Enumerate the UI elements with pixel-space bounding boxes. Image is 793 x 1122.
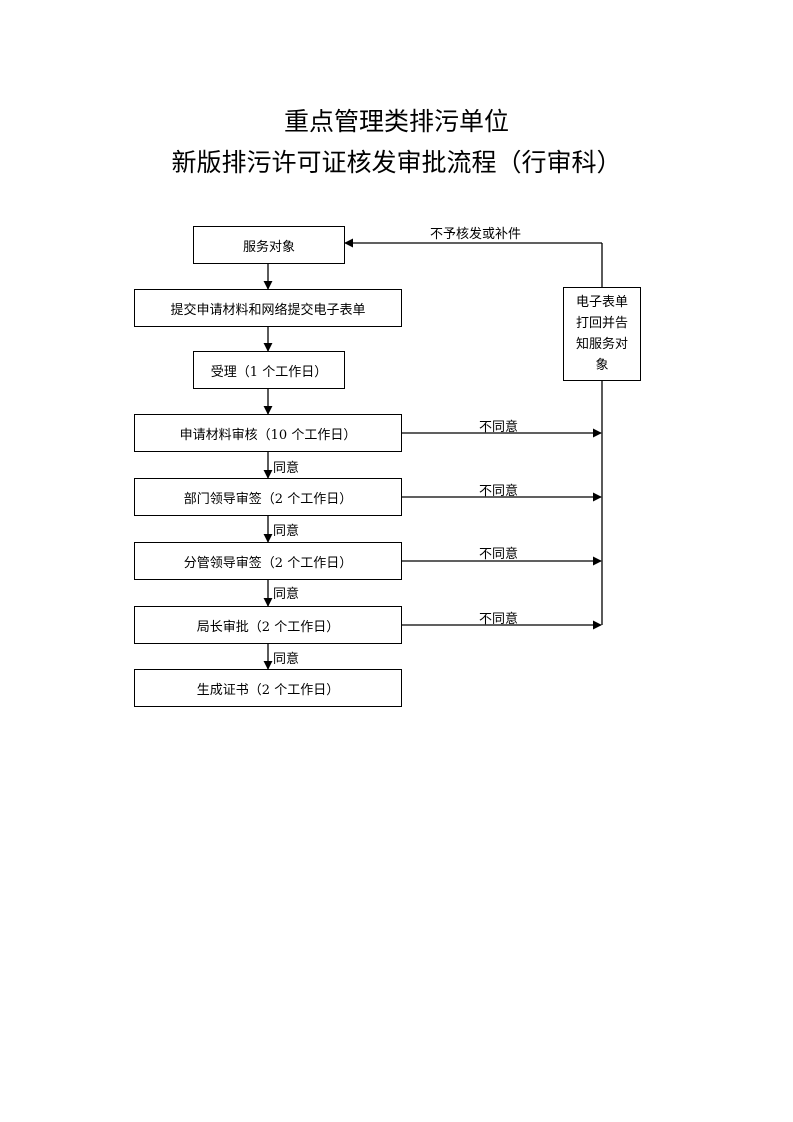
label-return: 不予核发或补件 [430, 227, 522, 242]
step-label: 部门领导审签（2 个工作日） [183, 491, 353, 507]
step-label: 服务对象 [242, 239, 295, 255]
step-submit-materials: 提交申请材料和网络提交电子表单 [134, 289, 402, 327]
step-label: 受理（1 个工作日） [210, 364, 328, 380]
label-disagree-1: 不同意 [479, 420, 519, 435]
label-disagree-3: 不同意 [479, 547, 519, 562]
step-department-sign: 部门领导审签（2 个工作日） [134, 478, 402, 516]
step-label: 申请材料审核（10 个工作日） [179, 427, 357, 443]
step-deputy-sign: 分管领导审签（2 个工作日） [134, 542, 402, 580]
step-service-object: 服务对象 [193, 226, 345, 264]
step-director-approval: 局长审批（2 个工作日） [134, 606, 402, 644]
page-title-line-2: 新版排污许可证核发审批流程（行审科） [171, 148, 622, 177]
step-label: 提交申请材料和网络提交电子表单 [170, 302, 366, 318]
side-box-line: 知服务对 [575, 337, 628, 352]
side-box-line: 电子表单 [575, 295, 628, 310]
label-disagree-4: 不同意 [479, 612, 519, 627]
step-generate-certificate: 生成证书（2 个工作日） [134, 669, 402, 707]
side-box-return-form: 电子表单 打回并告 知服务对 象 [563, 287, 641, 381]
label-agree-4: 同意 [273, 652, 300, 667]
label-agree-2: 同意 [273, 524, 300, 539]
label-agree-3: 同意 [273, 587, 300, 602]
page-title-line-1: 重点管理类排污单位 [283, 107, 509, 136]
step-label: 生成证书（2 个工作日） [196, 682, 340, 698]
step-label: 分管领导审签（2 个工作日） [183, 555, 353, 571]
side-box-line: 象 [595, 358, 609, 373]
step-acceptance: 受理（1 个工作日） [193, 351, 345, 389]
label-agree-1: 同意 [273, 461, 300, 476]
step-label: 局长审批（2 个工作日） [196, 619, 340, 635]
side-box-line: 打回并告 [575, 316, 628, 331]
step-material-review: 申请材料审核（10 个工作日） [134, 414, 402, 452]
label-disagree-2: 不同意 [479, 484, 519, 499]
